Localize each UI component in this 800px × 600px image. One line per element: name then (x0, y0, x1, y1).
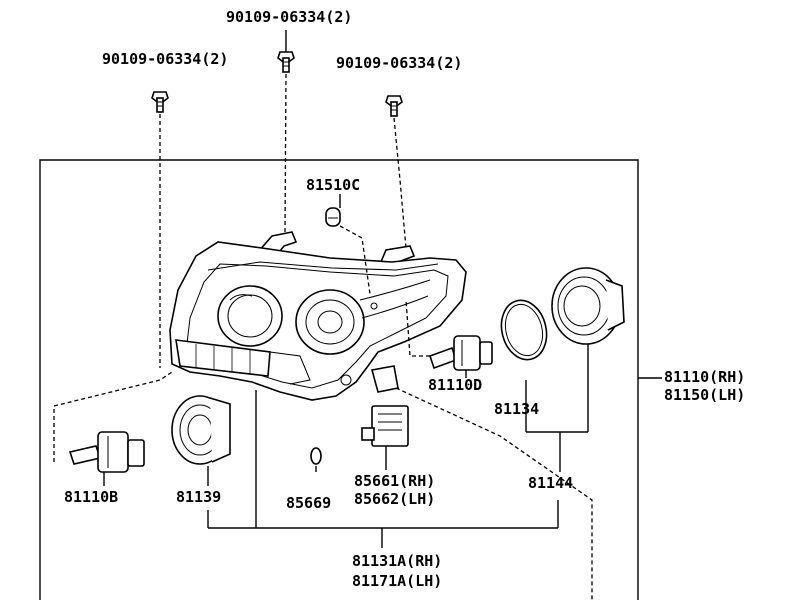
wedge-bulb-icon (325, 194, 371, 295)
label-bolt-top: 90109-06334(2) (226, 8, 352, 26)
label-high-beam-bulb: 81110D (428, 376, 482, 394)
headlamp-housing (169, 231, 467, 401)
label-o-ring: 81134 (494, 400, 539, 418)
label-assembly-rh: 81110(RH) (664, 368, 745, 386)
label-cover-group: 81144 (528, 474, 573, 492)
socket-icon (310, 447, 322, 472)
high-beam-bulb-icon (405, 299, 493, 378)
label-ballast-lh: 85662(LH) (354, 490, 435, 508)
label-unit-lh: 81171A(LH) (352, 572, 442, 590)
cover-group-leader (395, 387, 593, 600)
label-socket: 85669 (286, 494, 331, 512)
unit-bracket (207, 390, 559, 548)
label-assembly-lh: 81150(LH) (664, 386, 745, 404)
label-ballast-rh: 85661(RH) (354, 472, 435, 490)
bolt-top-icon (277, 30, 295, 73)
bolt-right-icon (385, 95, 403, 117)
label-unit-rh: 81131A(RH) (352, 552, 442, 570)
label-low-beam-bulb: 81110B (64, 488, 118, 506)
bolt-leaders (159, 73, 407, 368)
label-wedge-bulb: 81510C (306, 176, 360, 194)
low-beam-bulb-icon (53, 371, 173, 486)
cover-group-bracket (525, 344, 589, 472)
label-bolt-left: 90109-06334(2) (102, 50, 228, 68)
label-cover-left: 81139 (176, 488, 221, 506)
rear-cap-left-icon (171, 395, 231, 486)
assembly-boundary (39, 159, 662, 600)
label-bolt-right: 90109-06334(2) (336, 54, 462, 72)
ballast-module-icon (361, 405, 409, 470)
bolt-left-icon (151, 91, 169, 113)
rear-cap-right-icon (551, 267, 625, 345)
o-ring-icon (500, 299, 548, 361)
